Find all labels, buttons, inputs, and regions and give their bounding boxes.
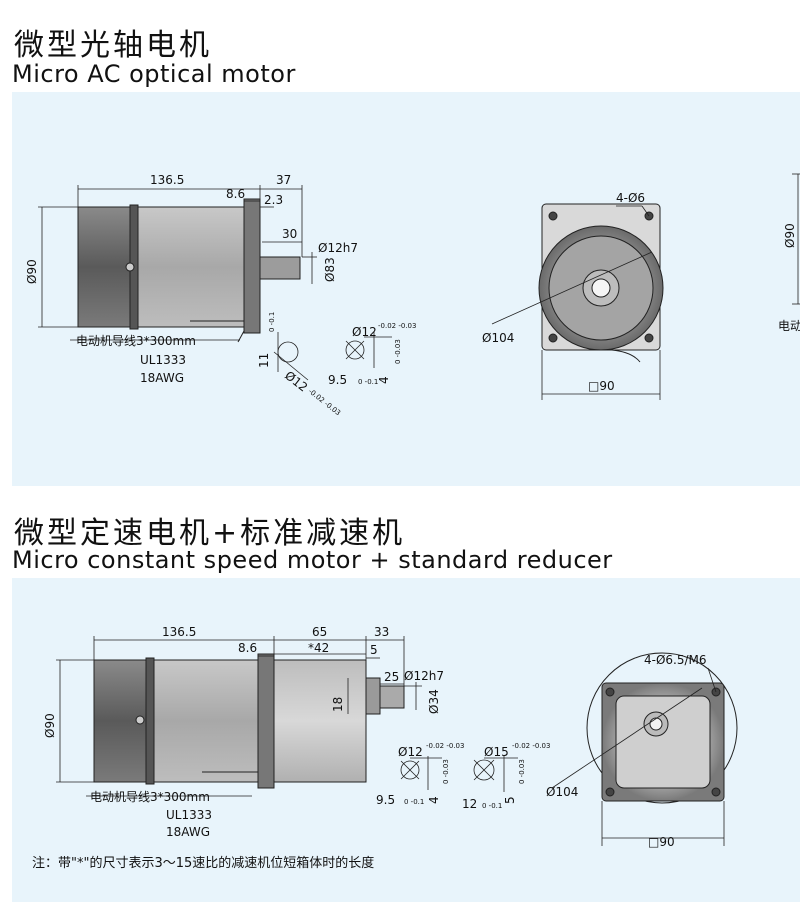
dim-flange: 8.6 [226, 187, 245, 201]
section1-drawing-panel: 136.5 8.6 37 2.3 30 Ø90 Ø12h7 Ø83 电动机导线3… [12, 92, 800, 486]
gm-ul-label: UL1333 [166, 808, 212, 822]
gm-dim-boss-diameter: Ø34 [427, 689, 441, 714]
key2-diameter-tol: -0.02 -0.03 [378, 322, 416, 330]
dim-total-length: 136.5 [150, 173, 184, 187]
gm-key2-flat: 12 [462, 797, 477, 811]
ul-label: UL1333 [140, 353, 186, 367]
gm-shaft-key-detail-2 [473, 756, 518, 792]
gm-key2-flat-tol: 0 -0.1 [482, 802, 502, 810]
gm-key2-diameter: Ø15 [484, 745, 509, 759]
gm-shaft-key-detail-1 [400, 756, 442, 790]
front-circle-diameter: Ø104 [482, 331, 514, 345]
gearmotor-dimension-lines [56, 636, 422, 783]
gm-lead-wire-label: 电动机导线3*300mm [90, 790, 210, 804]
gm-key2-diameter-tol: -0.02 -0.03 [512, 742, 550, 750]
footnote: 注：带"*"的尺寸表示3～15速比的减速机位短箱体时的长度 [32, 856, 375, 871]
gm-dim-gear-short: *42 [308, 641, 329, 655]
gm-key2-width: 5 [503, 796, 517, 804]
dim-shaft-length: 30 [282, 227, 297, 241]
key1-diameter-tol: -0.02 -0.03 [307, 387, 342, 417]
gm-key1-diameter: Ø12 [398, 745, 423, 759]
gm-awg-label: 18AWG [166, 825, 210, 839]
shaft-key-detail-1 [273, 332, 309, 381]
dim-shaft-total: 37 [276, 173, 291, 187]
gm-key1-diameter-tol: -0.02 -0.03 [426, 742, 464, 750]
gm-dim-gear-length: 65 [312, 625, 327, 639]
gm-dim-total-length: 136.5 [162, 625, 196, 639]
key1-diameter: Ø12 [282, 368, 310, 394]
shaft-key-detail-2 [345, 332, 392, 368]
section2-title-cn: 微型定速电机+标准减速机 [14, 516, 406, 551]
key2-diameter: Ø12 [352, 325, 377, 339]
section2-title-en: Micro constant speed motor + standard re… [12, 546, 613, 574]
dim-shaft-diameter: Ø12h7 [318, 241, 358, 255]
gearmotor-front-view [586, 652, 738, 804]
front-square-size: □90 [588, 379, 615, 393]
cutoff-label: 电动 [778, 319, 800, 333]
awg-label: 18AWG [140, 371, 184, 385]
dim-gap: 2.3 [264, 193, 283, 207]
motor-front-view [538, 203, 664, 363]
section2-drawing: 136.5 8.6 65 *42 33 5 25 18 Ø90 Ø12h7 Ø3… [43, 625, 738, 849]
gm-dim-flange: 8.6 [238, 641, 257, 655]
gearmotor-side-view [93, 653, 405, 789]
key2-width-tol: 0 -0.03 [394, 339, 402, 364]
motor-side-view [77, 198, 301, 343]
front-dimension-lines [491, 205, 661, 400]
gm-key1-width-tol: 0 -0.03 [442, 759, 450, 784]
gm-front-mounting-holes: 4-Ø6.5/M6 [644, 653, 707, 667]
section1-title-en: Micro AC optical motor [12, 60, 296, 88]
dim-body-diameter: Ø90 [25, 259, 39, 284]
lead-wire-label: 电动机导线3*300mm [76, 334, 196, 348]
side-dimension-lines [38, 185, 317, 328]
gm-dim-shaft-length: 25 [384, 670, 399, 684]
key2-width: 4 [377, 376, 391, 384]
cutoff-next-view [792, 173, 800, 305]
gm-dim-shaft-total: 33 [374, 625, 389, 639]
gm-front-dimension-lines [551, 667, 725, 846]
gm-dim-offset: 18 [331, 697, 345, 712]
gm-dim-shaft-diameter: Ø12h7 [404, 669, 444, 683]
gm-front-square-size: □90 [648, 835, 675, 849]
front-mounting-holes: 4-Ø6 [616, 191, 645, 205]
gm-dim-body-diameter: Ø90 [43, 713, 57, 738]
key1-height: 11 [257, 353, 271, 368]
section2-drawing-panel: 136.5 8.6 65 *42 33 5 25 18 Ø90 Ø12h7 Ø3… [12, 578, 800, 902]
section1-drawing: 136.5 8.6 37 2.3 30 Ø90 Ø12h7 Ø83 电动机导线3… [25, 173, 800, 417]
section1-title-cn: 微型光轴电机 [14, 28, 212, 63]
key2-flat-tol: 0 -0.1 [358, 378, 378, 386]
gm-front-circle-diameter: Ø104 [546, 785, 578, 799]
gm-key1-flat: 9.5 [376, 793, 395, 807]
key2-flat: 9.5 [328, 373, 347, 387]
cutoff-diameter: Ø90 [783, 223, 797, 248]
gm-key1-flat-tol: 0 -0.1 [404, 798, 424, 806]
gm-dim-shaft-step: 5 [370, 643, 378, 657]
dim-pilot-diameter: Ø83 [323, 257, 337, 282]
gm-key2-width-tol: 0 -0.03 [518, 759, 526, 784]
key1-height-tol: 0 -0.1 [268, 312, 276, 332]
gm-key1-width: 4 [427, 796, 441, 804]
